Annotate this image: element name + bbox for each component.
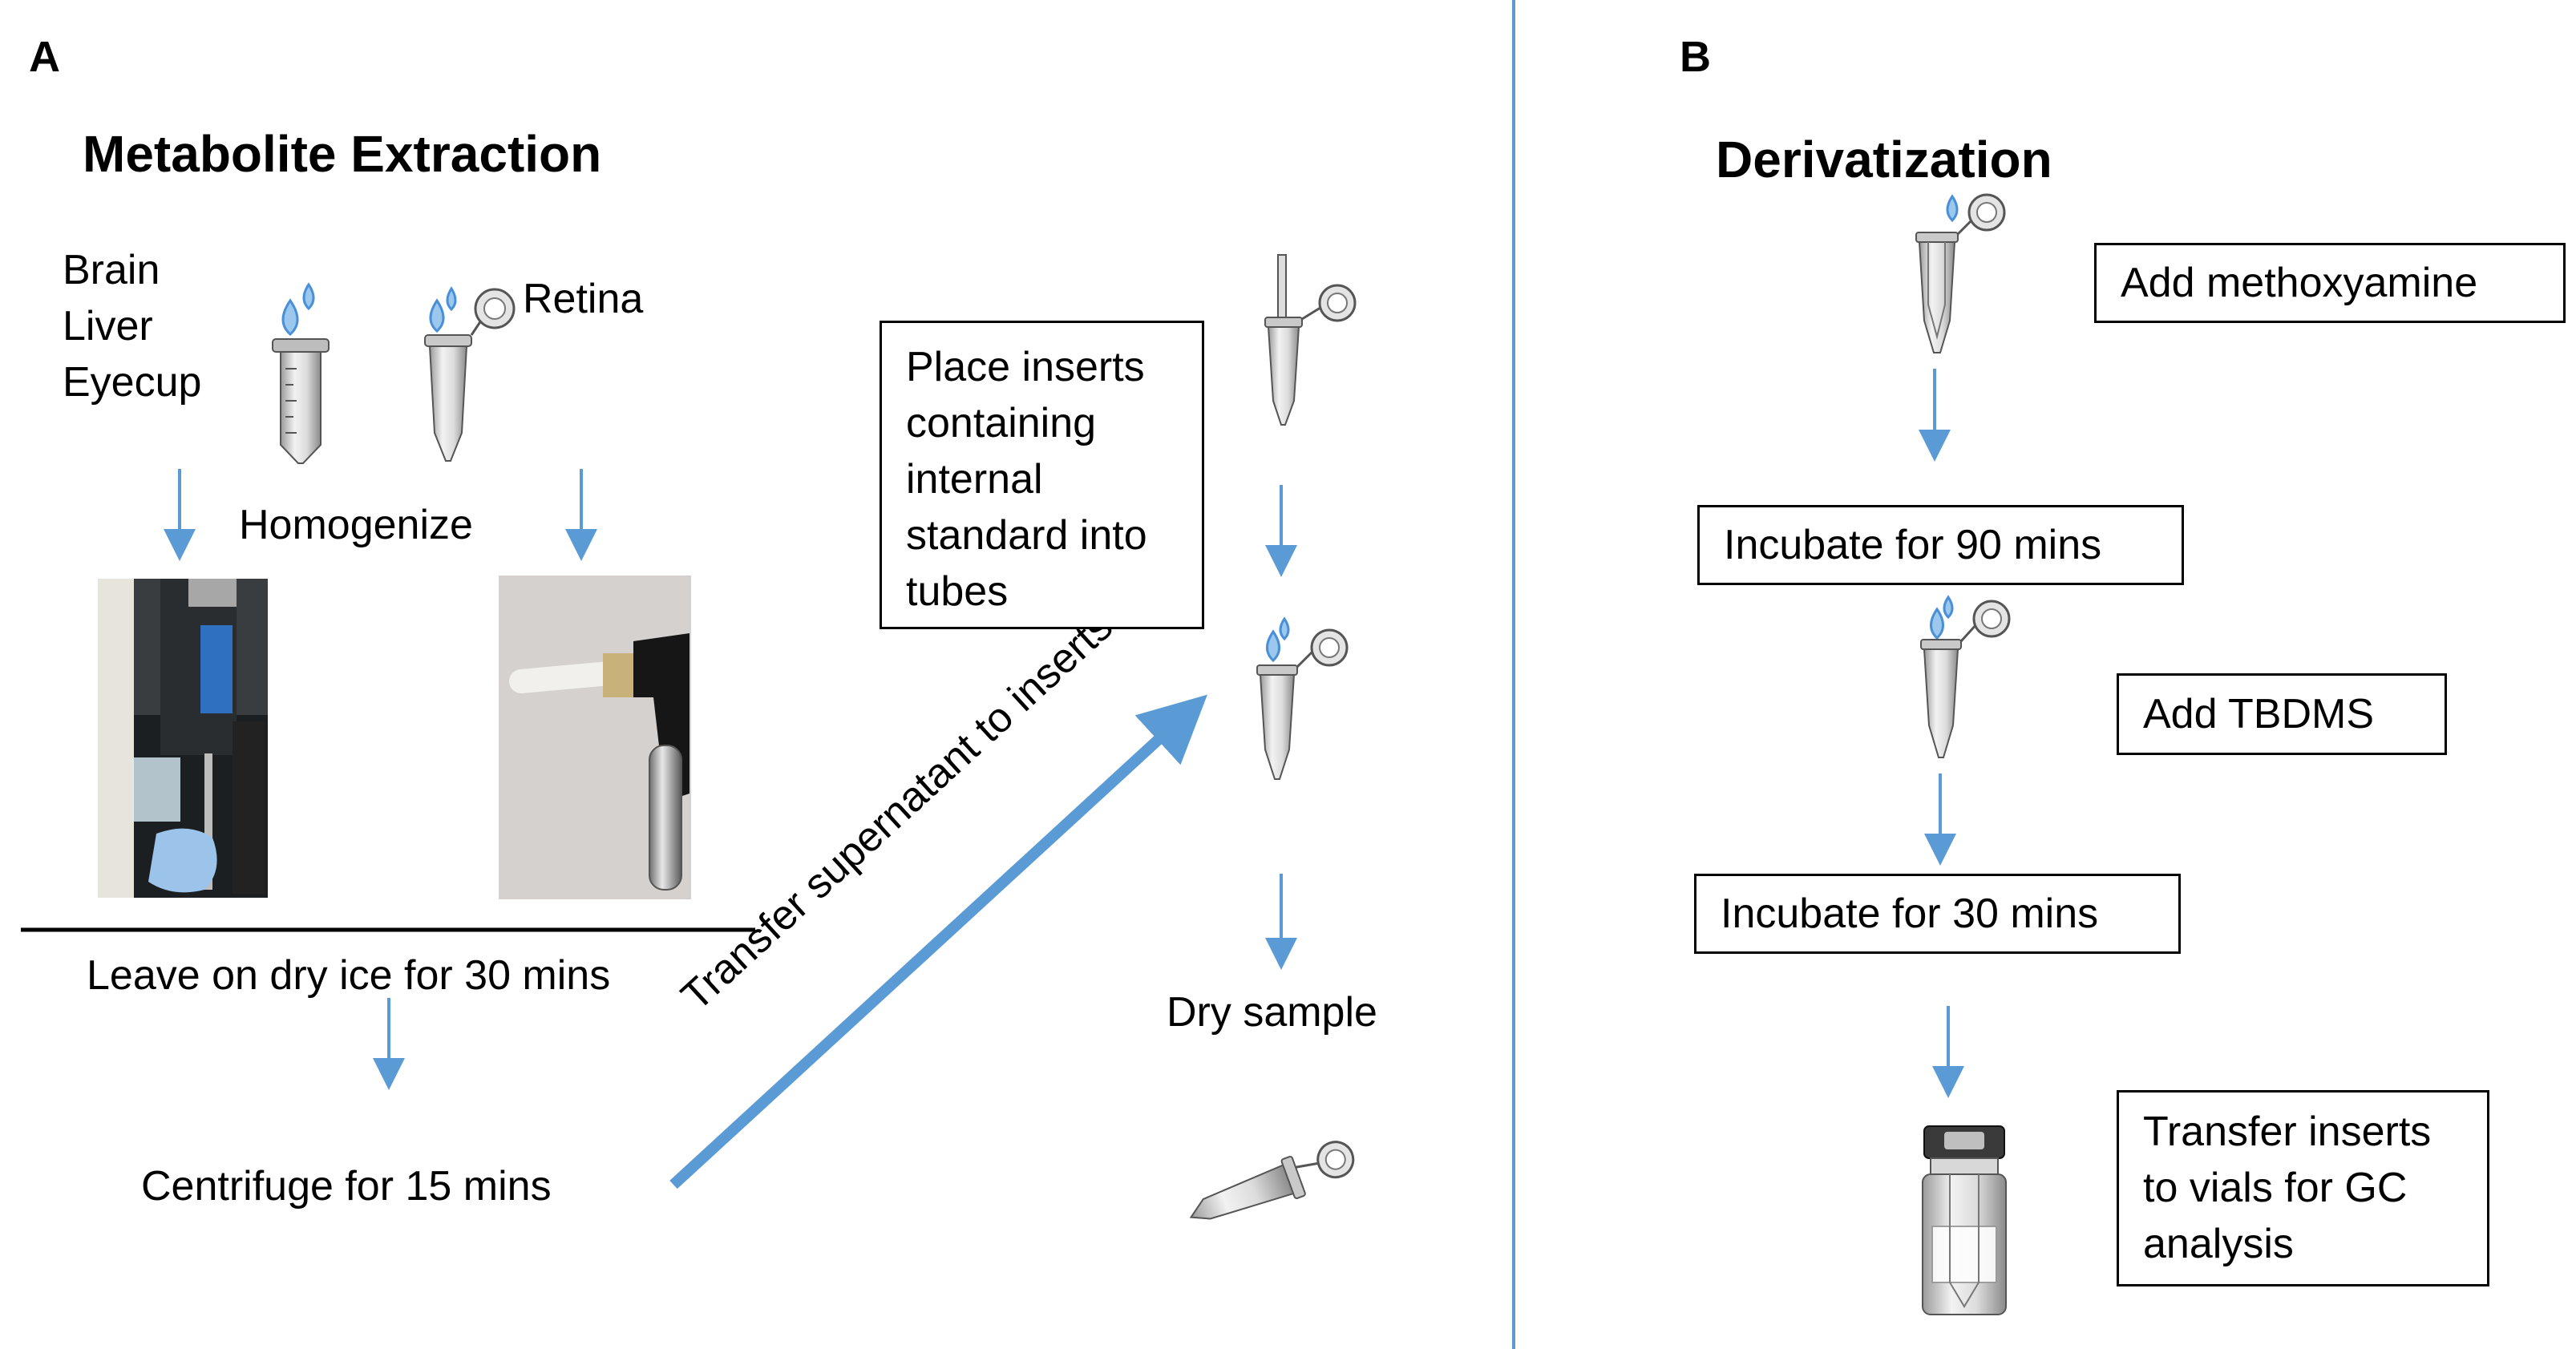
centrifuge-label: Centrifuge for 15 mins [141, 1163, 552, 1210]
tube-with-insert-b-icon [1915, 193, 2006, 353]
pestle-motor-photo [499, 576, 691, 899]
add-methoxyamine-box: Add methoxyamine [2094, 243, 2566, 323]
dried-tube-icon [1189, 1141, 1355, 1220]
dry-sample-label: Dry sample [1167, 989, 1377, 1036]
transfer-inserts-line-2: to vials for GC [2143, 1165, 2408, 1211]
dry-ice-label: Leave on dry ice for 30 mins [87, 952, 611, 999]
tube-with-droplet-icon [1256, 616, 1349, 780]
homogenize-label: Homogenize [239, 502, 473, 548]
homogenizer-photo [98, 579, 268, 898]
metabolite-extraction-title: Metabolite Extraction [83, 125, 602, 183]
arrow-transfer-supernatant [669, 694, 1207, 1189]
incubate-90-box: Incubate for 90 mins [1697, 505, 2184, 585]
panel-a-letter: A [29, 33, 60, 81]
tissue-liver: Liver [63, 303, 153, 349]
panel-b-letter: B [1680, 33, 1711, 81]
tissue-list: Brain Liver Eyecup [63, 242, 201, 410]
gc-vial-icon [1922, 1125, 2007, 1315]
place-inserts-line-1: Place inserts [906, 344, 1145, 390]
tube-with-droplet-b-icon [1920, 595, 2011, 758]
conical-tube-icon [272, 282, 330, 464]
place-inserts-line-3: internal [906, 456, 1043, 503]
retina-label: Retina [523, 276, 644, 322]
tissue-eyecup: Eyecup [63, 359, 202, 406]
transfer-inserts-line-3: analysis [2143, 1221, 2294, 1267]
microtube-icon [424, 286, 516, 462]
transfer-inserts-line-1: Transfer inserts [2143, 1109, 2432, 1155]
incubate-30-box: Incubate for 30 mins [1694, 874, 2181, 954]
derivatization-title: Derivatization [1716, 131, 2052, 188]
place-inserts-line-5: tubes [906, 568, 1009, 615]
transfer-inserts-box: Transfer inserts to vials for GC analysi… [2117, 1090, 2489, 1286]
tube-with-insert-icon [1264, 254, 1357, 426]
place-inserts-line-2: containing [906, 400, 1097, 446]
place-inserts-box: Place inserts containing internal standa… [880, 321, 1204, 629]
add-tbdms-box: Add TBDMS [2117, 673, 2447, 755]
tissue-brain: Brain [63, 247, 160, 293]
place-inserts-line-4: standard into [906, 512, 1147, 559]
